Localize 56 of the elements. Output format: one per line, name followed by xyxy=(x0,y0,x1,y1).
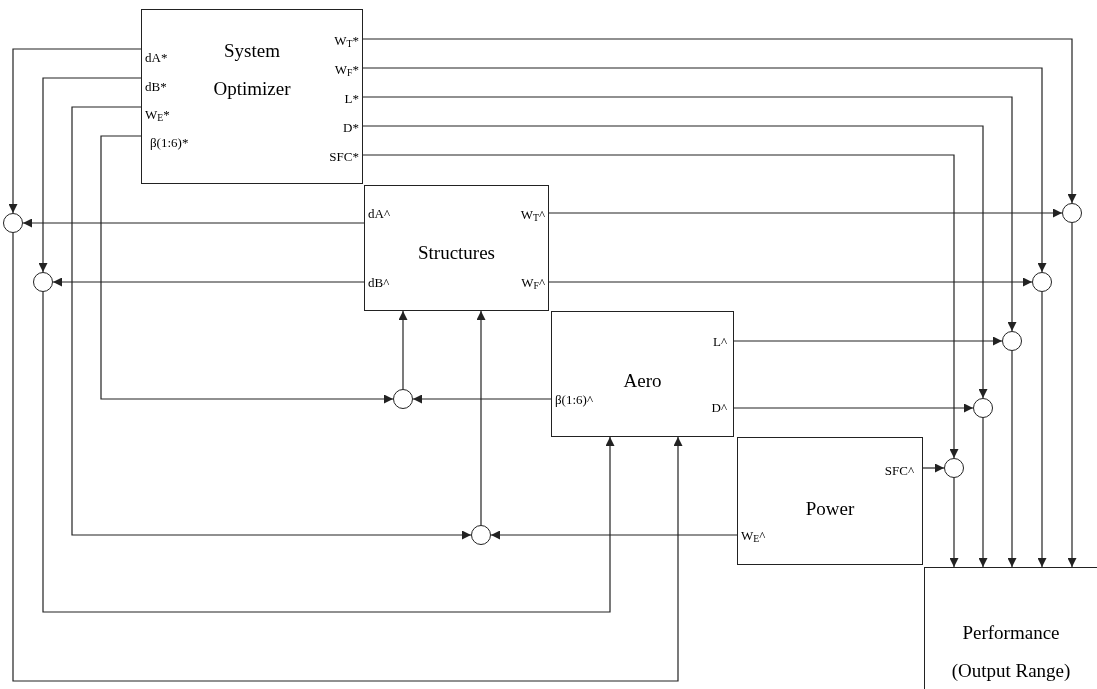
process-box xyxy=(737,437,923,565)
port-label: SFC^ xyxy=(884,463,914,479)
process-box xyxy=(141,9,363,184)
arrow xyxy=(362,38,1077,204)
block-title: Structures xyxy=(416,241,496,265)
arrow xyxy=(548,277,1033,287)
block-title: (Output Range) xyxy=(950,659,1072,683)
port-label: L^ xyxy=(712,334,727,350)
port-label: D^ xyxy=(711,400,727,416)
process-box xyxy=(551,311,734,437)
port-label: β(1:6)* xyxy=(150,135,189,151)
port-label: W$_{T}$* xyxy=(334,33,359,49)
arrow xyxy=(362,67,1047,273)
port-label: dB* xyxy=(145,79,167,95)
arrow xyxy=(71,106,472,540)
arrow xyxy=(490,530,738,540)
arrow xyxy=(362,125,988,399)
port-label: W$_{F}$^ xyxy=(521,275,545,291)
arrow xyxy=(922,463,945,473)
arrow xyxy=(38,77,142,273)
arrow xyxy=(978,417,988,568)
port-label: W$_{E}$^ xyxy=(741,528,766,544)
arrow xyxy=(8,48,142,214)
arrow xyxy=(398,310,408,390)
port-label: W$_{T}$^ xyxy=(520,207,545,223)
arrow xyxy=(1037,291,1047,568)
port-label: β(1:6)^ xyxy=(555,392,593,408)
arrow xyxy=(476,310,486,526)
arrow xyxy=(1067,222,1077,568)
port-label: D* xyxy=(343,120,359,136)
process-box xyxy=(364,185,549,311)
port-label: SFC* xyxy=(329,149,359,165)
arrow xyxy=(362,154,959,459)
port-label: L* xyxy=(344,91,359,107)
block-title: Performance xyxy=(961,621,1061,645)
arrow xyxy=(1007,350,1017,568)
arrow xyxy=(548,208,1063,218)
arrow xyxy=(733,403,974,413)
port-label: W$_{E}$* xyxy=(145,107,170,123)
port-label: dB^ xyxy=(368,275,390,291)
arrow xyxy=(949,477,959,568)
port-label: W$_{F}$* xyxy=(334,62,359,78)
arrow xyxy=(362,96,1017,332)
port-label: dA* xyxy=(145,50,168,66)
arrow xyxy=(42,291,615,613)
arrow xyxy=(52,277,365,287)
port-label: dA^ xyxy=(368,206,390,222)
block-title: Aero xyxy=(622,369,663,393)
block-title: Power xyxy=(804,497,856,521)
arrow xyxy=(412,394,552,404)
arrow xyxy=(22,218,365,228)
arrow xyxy=(733,336,1003,346)
output-region xyxy=(924,567,1097,689)
block-title: System Optimizer xyxy=(212,39,292,101)
arrow xyxy=(100,135,394,404)
arrow xyxy=(12,232,683,682)
